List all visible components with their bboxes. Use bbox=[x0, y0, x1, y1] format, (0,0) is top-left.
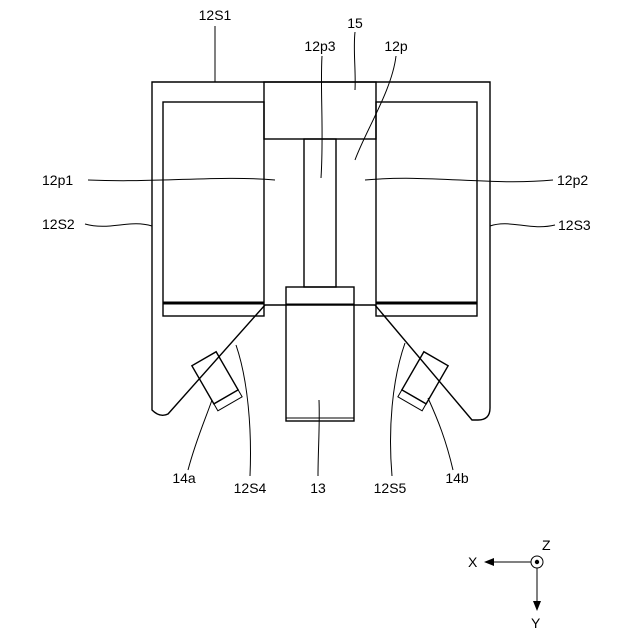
label-12p3: 12p3 bbox=[304, 38, 335, 54]
axis-label-x: X bbox=[468, 554, 478, 570]
central-column-12p bbox=[304, 139, 336, 287]
leader-lines bbox=[85, 26, 555, 476]
label-14b: 14b bbox=[445, 470, 469, 486]
axis-label-z: Z bbox=[542, 537, 551, 553]
label-12S5: 12S5 bbox=[374, 480, 407, 496]
label-15: 15 bbox=[347, 15, 363, 31]
label-14a: 14a bbox=[172, 470, 196, 486]
top-block-15 bbox=[264, 82, 376, 139]
component-14a bbox=[192, 352, 242, 411]
label-12S3: 12S3 bbox=[558, 217, 591, 233]
housing-outline bbox=[152, 82, 490, 420]
label-12p1: 12p1 bbox=[42, 172, 73, 188]
y-arrow-icon bbox=[533, 601, 541, 611]
label-12p: 12p bbox=[384, 38, 408, 54]
label-12S1: 12S1 bbox=[199, 7, 232, 23]
label-12S2: 12S2 bbox=[42, 216, 75, 232]
axis-label-y: Y bbox=[531, 615, 541, 631]
x-arrow-icon bbox=[484, 558, 494, 566]
component-14b bbox=[398, 352, 448, 411]
label-12p2: 12p2 bbox=[557, 172, 588, 188]
lower-block-13 bbox=[286, 287, 354, 421]
label-13: 13 bbox=[310, 480, 326, 496]
left-panel-12p1 bbox=[163, 102, 264, 316]
axes-indicator: X Y Z bbox=[468, 537, 551, 631]
label-12S4: 12S4 bbox=[234, 480, 267, 496]
right-panel-12p2 bbox=[376, 102, 477, 316]
